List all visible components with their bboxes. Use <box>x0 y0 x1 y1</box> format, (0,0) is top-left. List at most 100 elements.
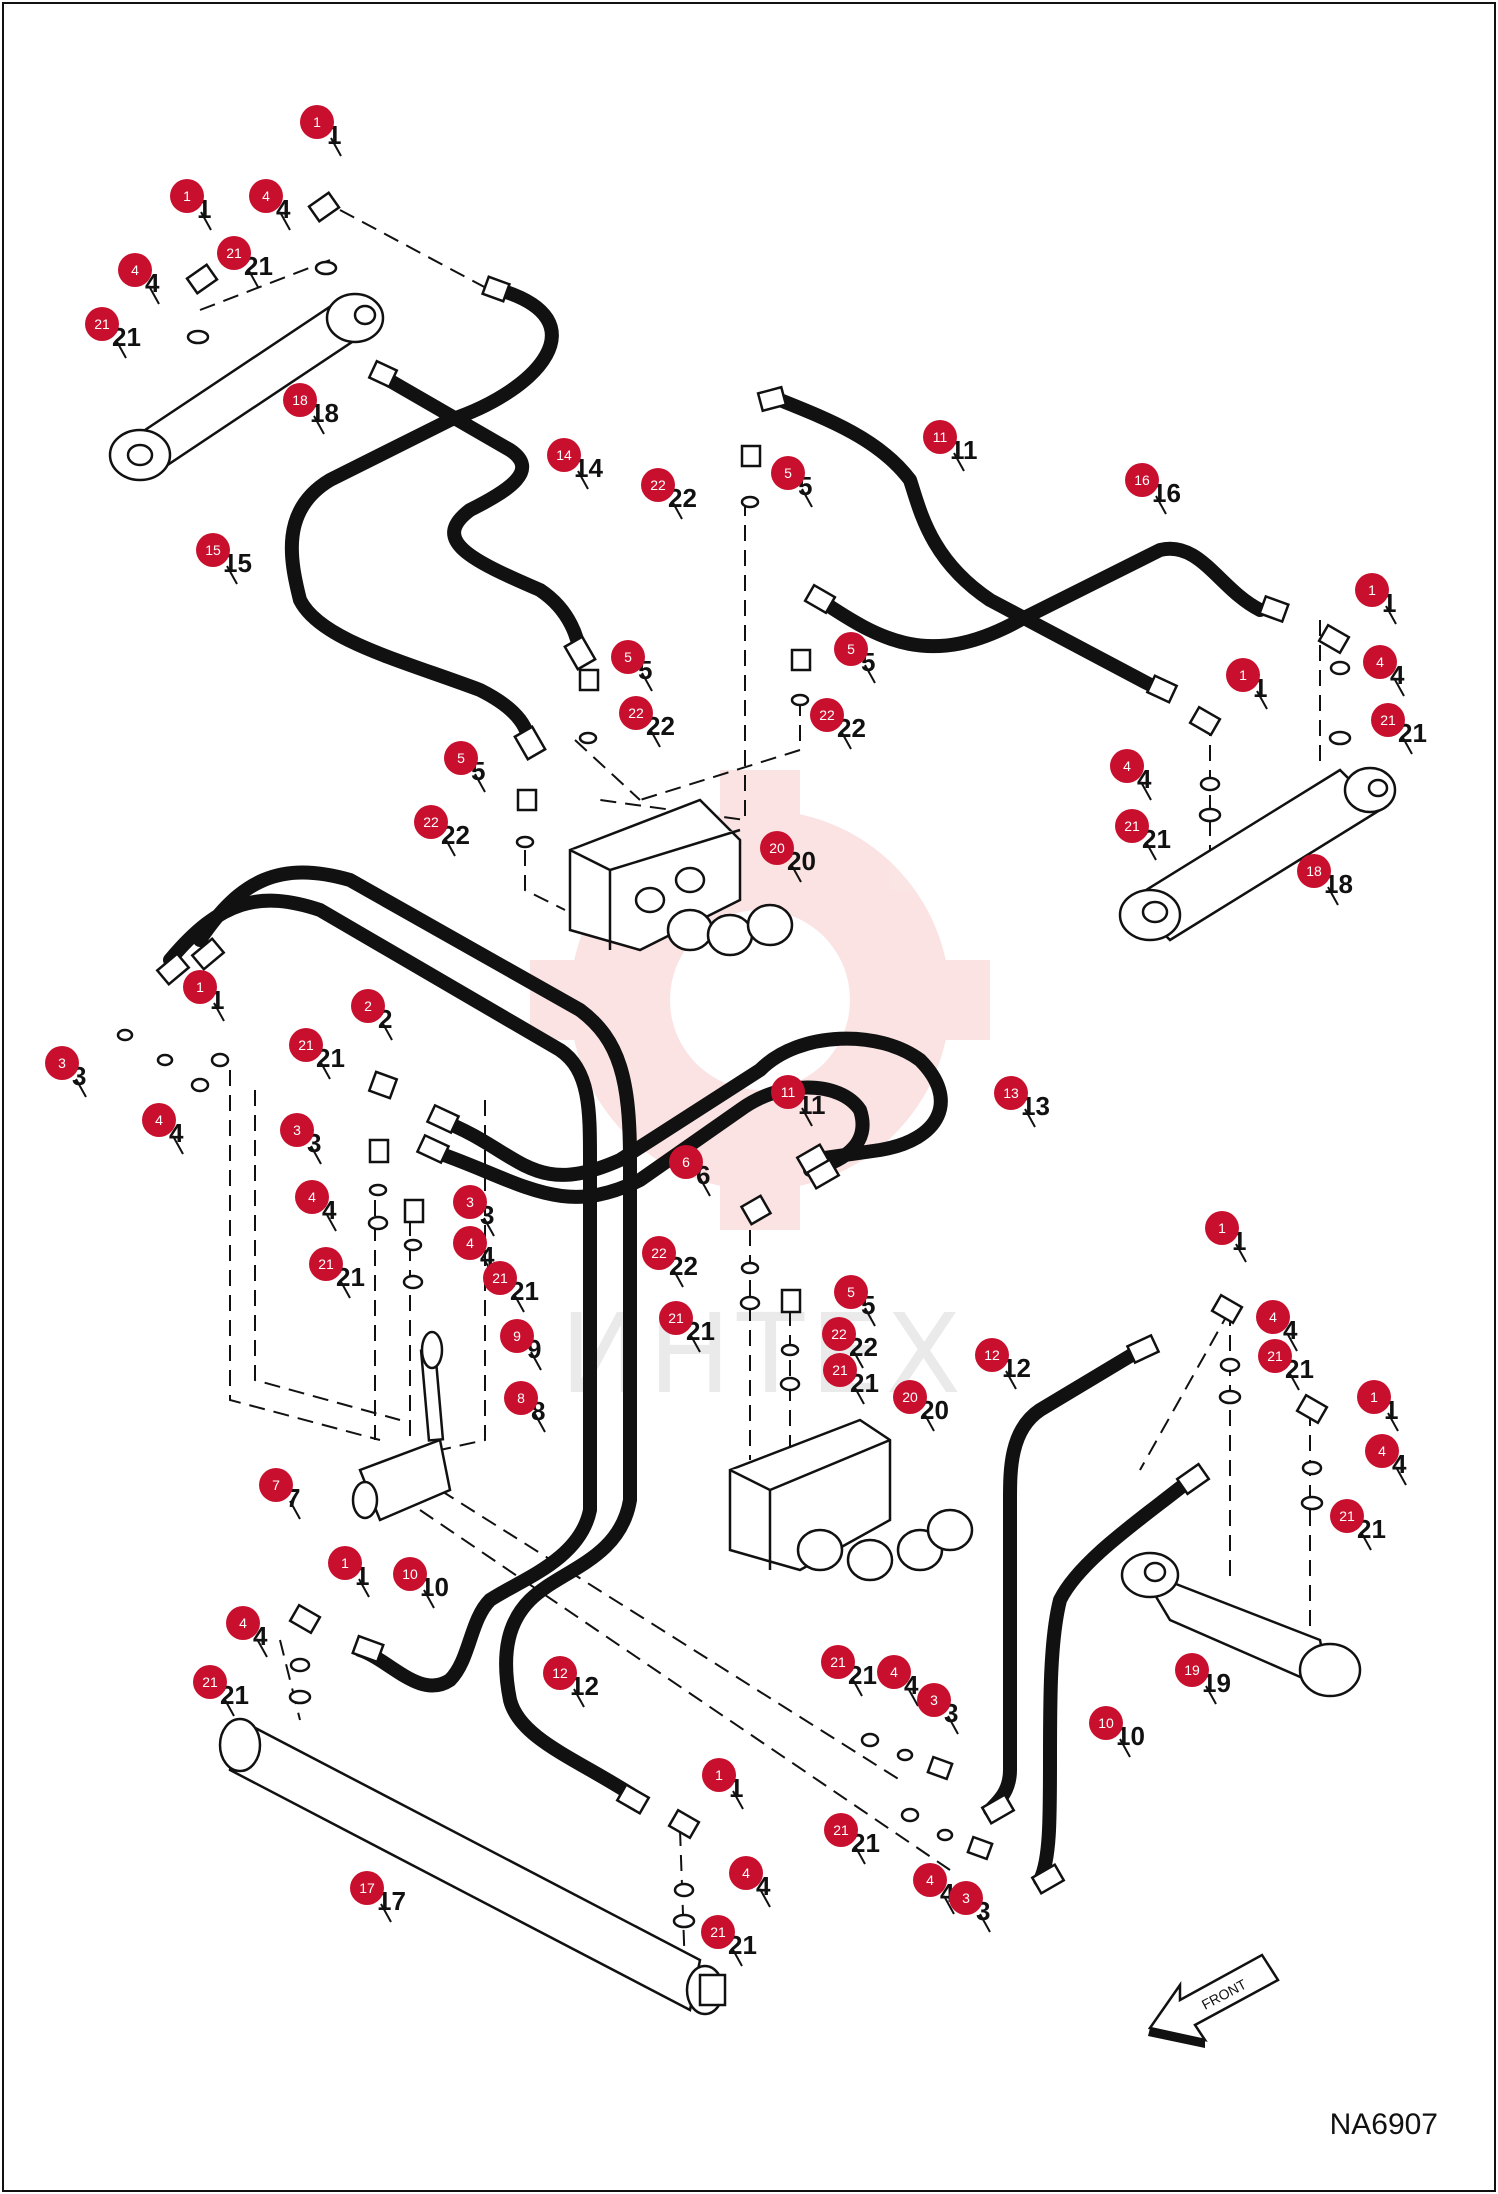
callout-1: 11 <box>1226 658 1268 710</box>
callout-2: 22 <box>351 989 393 1041</box>
callout-label: 3 <box>293 1122 301 1138</box>
callout-4: 44 <box>142 1103 184 1155</box>
callout-4: 44 <box>1363 645 1405 697</box>
hose-16 <box>813 541 1267 654</box>
callout-badge <box>453 1226 487 1260</box>
callout-label: 20 <box>769 840 785 856</box>
callout-label: 1 <box>1370 1389 1378 1405</box>
fitting <box>351 1634 385 1664</box>
callout-label: 21 <box>94 316 110 332</box>
callout-1: 11 <box>1355 573 1397 625</box>
hose-10-left <box>163 893 597 1693</box>
hose-13-outer <box>193 865 647 1807</box>
callout-badge <box>949 1881 983 1915</box>
callout-4: 44 <box>1110 749 1152 801</box>
fitting <box>1145 674 1179 704</box>
callout-label: 22 <box>423 814 439 830</box>
callout-badge <box>641 468 675 502</box>
callout-badge <box>1357 1380 1391 1414</box>
callout-label: 21 <box>492 1270 508 1286</box>
callout-badge <box>917 1683 951 1717</box>
callout-label: 1 <box>341 1555 349 1571</box>
callout-badge <box>821 1645 855 1679</box>
callout-badge <box>1226 658 1260 692</box>
fitting <box>756 385 788 413</box>
callout-6: 66 <box>669 1145 711 1197</box>
callout-label: 21 <box>202 1674 218 1690</box>
callout-3: 33 <box>45 1046 87 1098</box>
callout-badge <box>444 741 478 775</box>
callout-label: 22 <box>819 707 835 723</box>
callout-badge <box>1115 809 1149 843</box>
callout-badge <box>289 1028 323 1062</box>
cylinder-18-upper <box>108 292 385 482</box>
callout-3: 33 <box>917 1683 959 1735</box>
callout-badge <box>226 1606 260 1640</box>
callout-badge <box>834 1275 868 1309</box>
callout-badge <box>1330 1499 1364 1533</box>
callout-badge <box>309 1247 343 1281</box>
callout-badge <box>351 989 385 1023</box>
fitting <box>415 1133 451 1165</box>
cylinder-19 <box>1120 1551 1362 1698</box>
callout-badge <box>1297 854 1331 888</box>
callout-badge <box>1089 1706 1123 1740</box>
callout-label: 13 <box>1003 1085 1019 1101</box>
callout-badge <box>913 1863 947 1897</box>
hose-14 <box>373 368 587 667</box>
callout-label: 21 <box>298 1037 314 1053</box>
fitting <box>1175 1462 1211 1496</box>
callout-label: 5 <box>784 465 792 481</box>
callout-badge <box>619 696 653 730</box>
callout-5: 55 <box>444 741 486 793</box>
callout-label: 4 <box>155 1112 163 1128</box>
fitting <box>1258 594 1290 624</box>
callout-label: 3 <box>962 1890 970 1906</box>
callout-label: 1 <box>196 979 204 995</box>
fitting <box>1125 1333 1161 1365</box>
callout-4: 44 <box>729 1856 771 1908</box>
callout-1: 11 <box>702 1758 744 1810</box>
callout-5: 55 <box>611 640 653 692</box>
selector-valve-7 <box>351 1330 452 1522</box>
callout-1: 11 <box>328 1546 370 1598</box>
callout-4: 44 <box>249 179 291 231</box>
cylinder-18-right <box>1118 766 1397 942</box>
callout-badge <box>504 1381 538 1415</box>
callout-label: 4 <box>239 1615 247 1631</box>
callout-label: 11 <box>781 1084 796 1100</box>
fitting <box>190 936 226 972</box>
callout-label: 1 <box>183 188 191 204</box>
callout-label: 21 <box>1339 1508 1355 1524</box>
callout-label: 4 <box>262 188 270 204</box>
callout-badge <box>729 1856 763 1890</box>
callout-badge <box>300 105 334 139</box>
callout-label: 22 <box>650 477 666 493</box>
callout-4: 44 <box>1256 1300 1298 1352</box>
callout-badge <box>1258 1339 1292 1373</box>
callout-badge <box>193 1665 227 1699</box>
hydraulic-hoses <box>163 283 1267 1887</box>
callout-badge <box>824 1813 858 1847</box>
fitting <box>1030 1862 1066 1896</box>
callout-4: 44 <box>226 1606 268 1658</box>
callout-1: 11 <box>183 970 225 1022</box>
callout-label: 1 <box>1218 1220 1226 1236</box>
